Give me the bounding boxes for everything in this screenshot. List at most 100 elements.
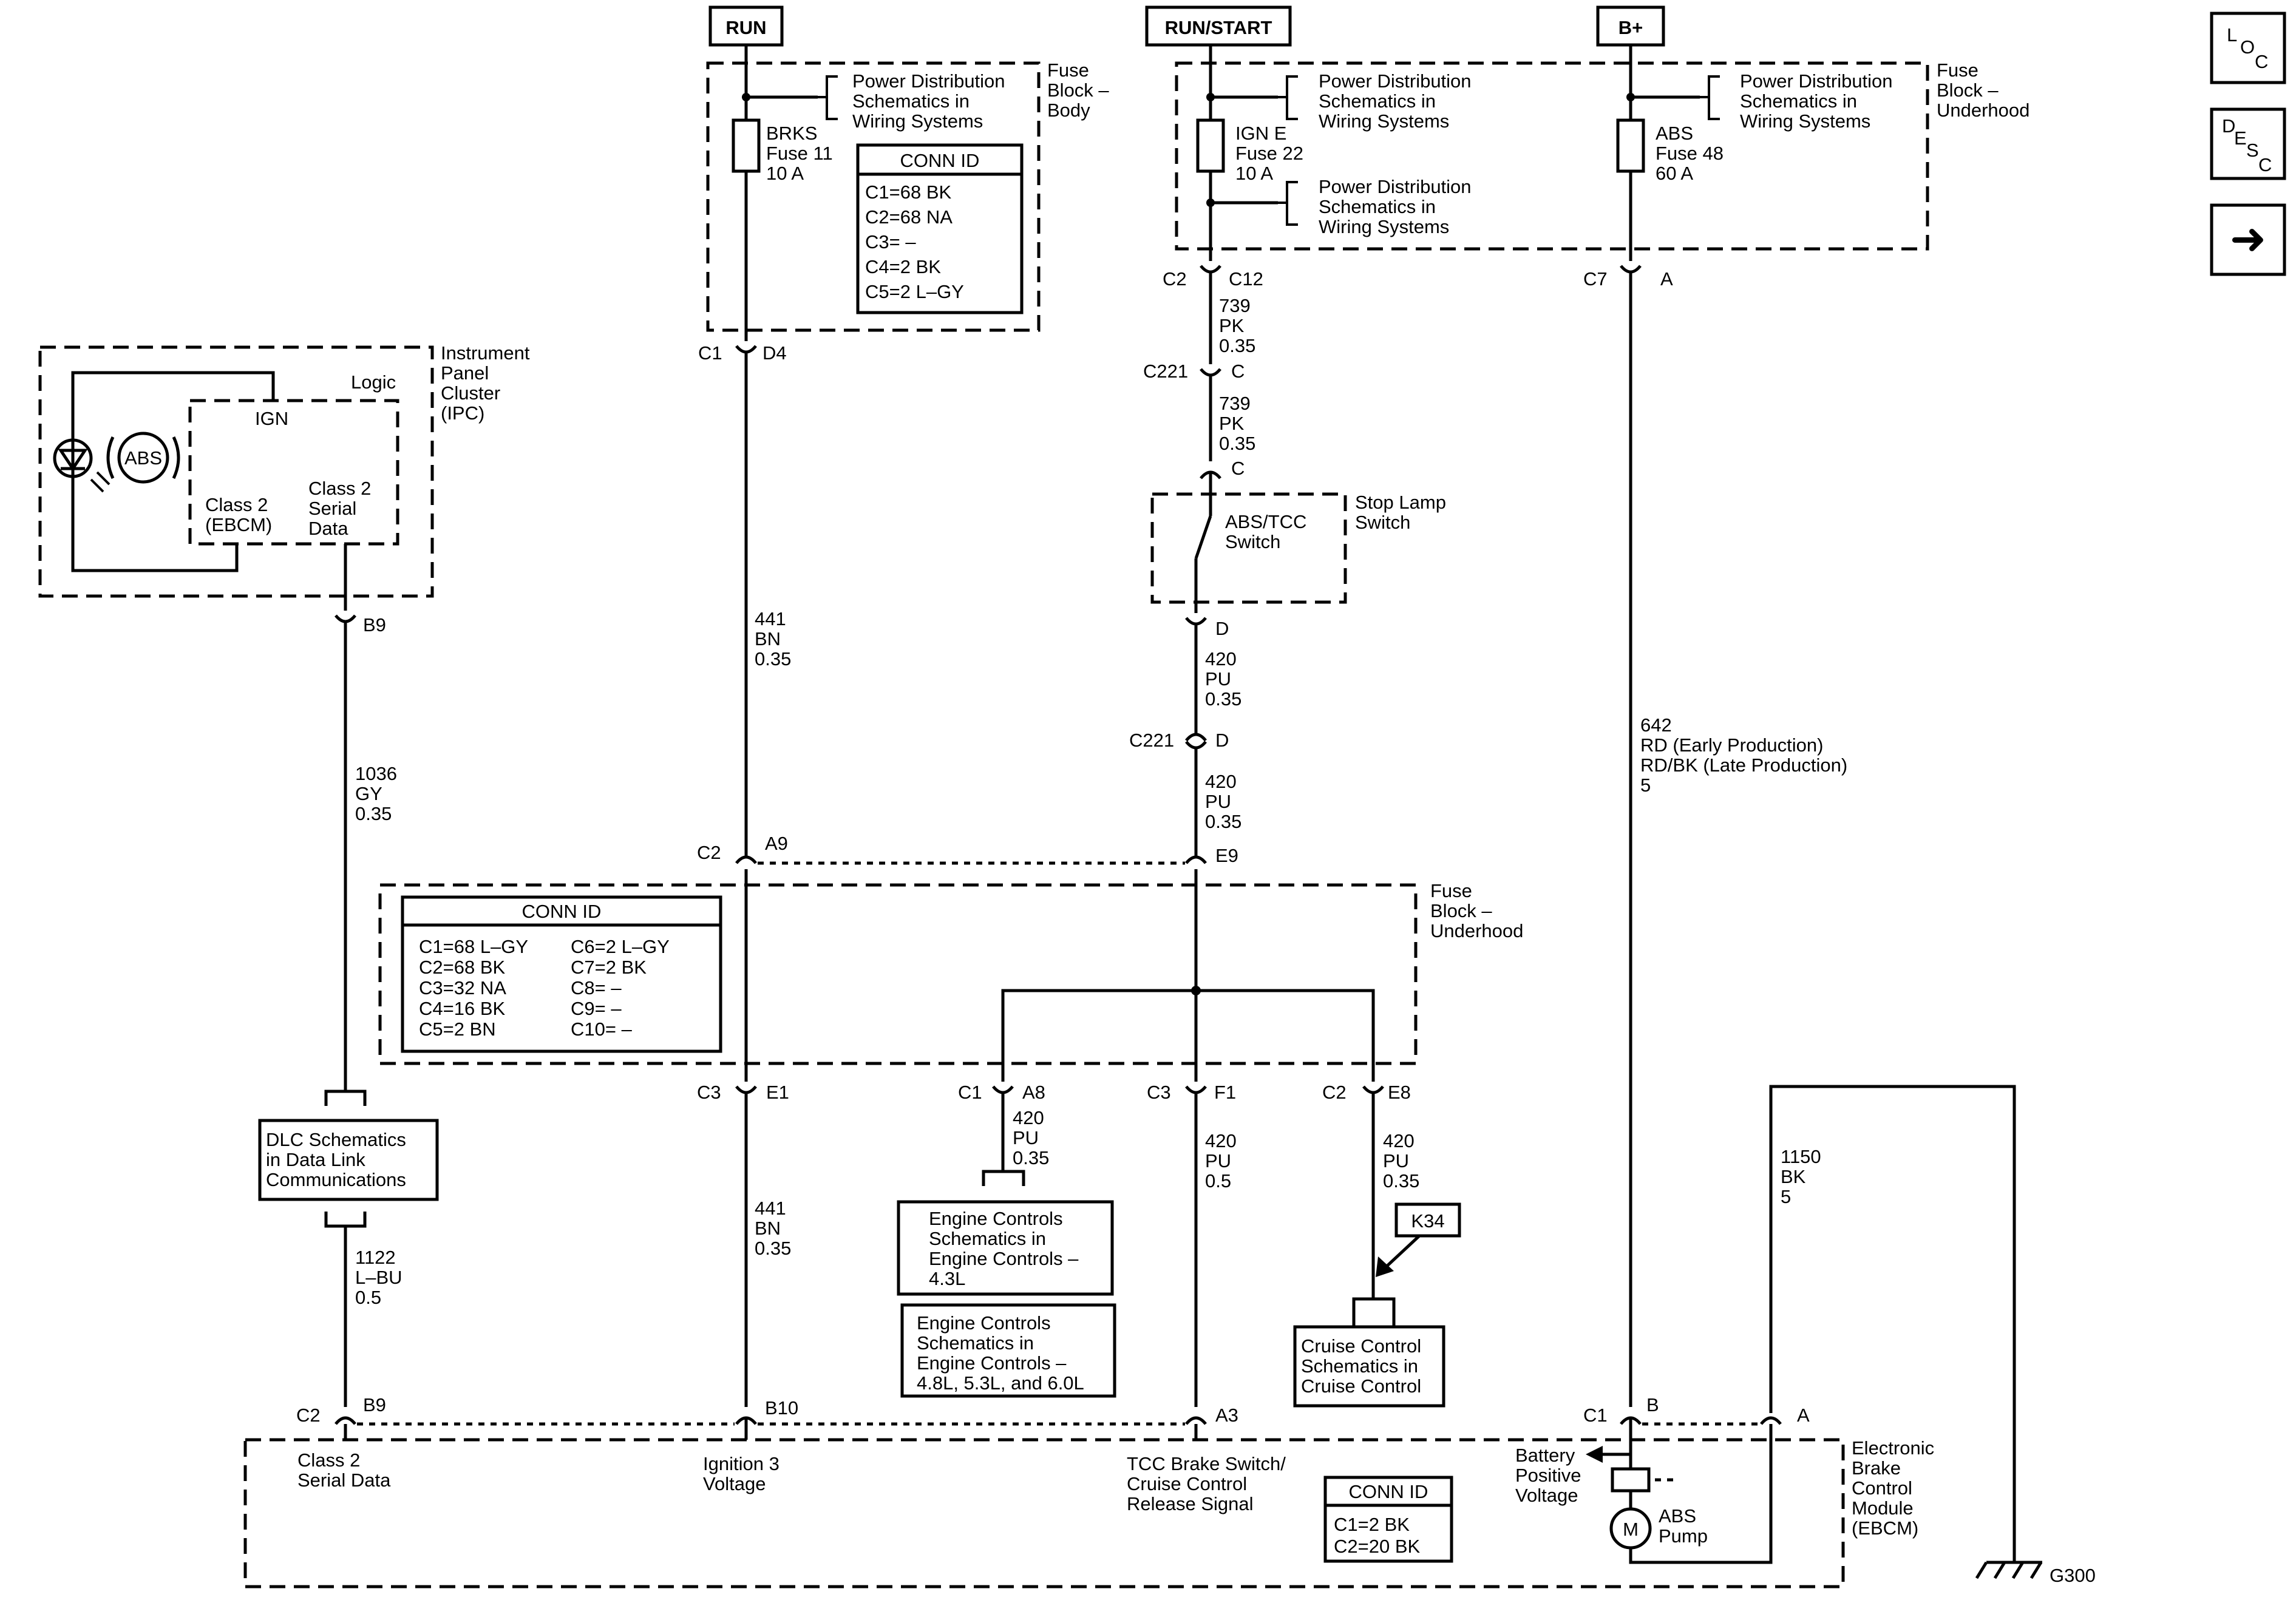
svg-text:Schematics in: Schematics in (1319, 196, 1436, 217)
svg-text:Engine Controls –: Engine Controls – (929, 1248, 1079, 1269)
wire-1036: 1036 GY 0.35 (344, 622, 397, 1091)
svg-text:Cruise Control: Cruise Control (1301, 1375, 1421, 1397)
svg-text:Stop Lamp: Stop Lamp (1355, 492, 1446, 513)
svg-text:Body: Body (1047, 100, 1090, 121)
svg-text:C: C (1231, 458, 1245, 479)
svg-text:Wiring Systems: Wiring Systems (1740, 110, 1870, 132)
svg-text:O: O (2240, 36, 2255, 58)
cruise-control-reference-box[interactable]: Cruise Control Schematics in Cruise Cont… (1293, 1325, 1445, 1408)
wire-1122: 1122 L–BU 0.5 (344, 1226, 402, 1407)
abs-indicator-led-icon (53, 438, 110, 493)
svg-text:0.5: 0.5 (1205, 1170, 1231, 1192)
svg-text:C4=16 BK: C4=16 BK (419, 998, 506, 1019)
svg-text:1036: 1036 (355, 763, 397, 784)
svg-text:C221: C221 (1143, 361, 1188, 382)
svg-text:RUN/START: RUN/START (1165, 17, 1272, 38)
wire-label-420-d: 420 PU 0.5 (1205, 1130, 1237, 1192)
connector-d-stoplamp: D (1185, 617, 1229, 639)
fuse-brks-icon (732, 118, 761, 173)
svg-text:ABS: ABS (124, 447, 162, 469)
abs-pump-motor-icon: M (1609, 1507, 1652, 1550)
svg-text:Pump: Pump (1659, 1525, 1708, 1547)
svg-text:Control: Control (1852, 1477, 1912, 1499)
ground-g300-icon: G300 (1975, 1561, 2096, 1586)
svg-text:C3: C3 (1147, 1082, 1171, 1103)
svg-text:C1: C1 (1583, 1405, 1608, 1426)
svg-text:PU: PU (1205, 668, 1231, 690)
svg-text:A3: A3 (1215, 1405, 1238, 1426)
svg-text:Class 2: Class 2 (297, 1449, 360, 1471)
svg-text:C7: C7 (1583, 268, 1608, 290)
svg-text:D: D (1215, 730, 1229, 751)
svg-text:TCC Brake Switch/: TCC Brake Switch/ (1127, 1453, 1286, 1474)
wire-label-642: 642 RD (Early Production) RD/BK (Late Pr… (1640, 714, 1847, 796)
svg-text:Schematics in: Schematics in (1301, 1355, 1418, 1377)
svg-text:0.35: 0.35 (1383, 1170, 1419, 1192)
wire-label-420-a: 420 PU 0.35 (1205, 648, 1241, 710)
connector-c1-a8: C1 A8 (958, 1082, 1045, 1186)
conn-id-table-body: CONN ID C1=68 BK C2=68 NA C3= – C4=2 BK … (856, 143, 1024, 314)
arrow-icon (1376, 1256, 1394, 1277)
svg-text:CONN ID: CONN ID (900, 150, 980, 171)
svg-text:A: A (1660, 268, 1673, 290)
svg-text:Battery: Battery (1515, 1445, 1575, 1466)
svg-text:Power Distribution: Power Distribution (1740, 70, 1893, 92)
svg-text:ABS/TCC: ABS/TCC (1225, 511, 1306, 532)
wire-1150-ground: 1150 BK 5 (1769, 1085, 2016, 1562)
svg-text:Block –: Block – (1047, 80, 1109, 101)
power-source-run: RUN (708, 5, 784, 63)
svg-text:0.35: 0.35 (755, 648, 791, 670)
svg-text:Fuse 48: Fuse 48 (1656, 143, 1724, 164)
svg-text:C5=2 L–GY: C5=2 L–GY (865, 281, 964, 302)
arrow-left-icon (1586, 1446, 1603, 1463)
ebcm-module: Electronic Brake Control Module (EBCM) C… (243, 1424, 1934, 1588)
svg-text:Power Distribution: Power Distribution (1319, 70, 1472, 92)
svg-text:Schematics in: Schematics in (917, 1332, 1034, 1354)
svg-text:1150: 1150 (1781, 1146, 1821, 1167)
svg-text:Class 2: Class 2 (205, 494, 268, 515)
svg-text:Wiring Systems: Wiring Systems (1319, 216, 1449, 237)
next-button[interactable]: ➜ (2210, 203, 2286, 276)
svg-text:420: 420 (1205, 648, 1237, 670)
svg-text:M: M (1623, 1519, 1639, 1540)
fuse-abs-icon (1616, 118, 1645, 173)
dlc-reference-box[interactable]: DLC Schematics in Data Link Communicatio… (258, 1090, 439, 1228)
svg-text:Power Distribution: Power Distribution (1319, 176, 1472, 197)
svg-text:C1=68 BK: C1=68 BK (865, 181, 952, 203)
svg-text:Fuse: Fuse (1937, 59, 1978, 81)
svg-text:420: 420 (1013, 1107, 1044, 1128)
svg-text:C6=2 L–GY: C6=2 L–GY (571, 936, 670, 957)
svg-text:0.35: 0.35 (355, 803, 392, 824)
svg-text:441: 441 (755, 1198, 786, 1219)
svg-text:in Data Link: in Data Link (266, 1149, 365, 1170)
svg-text:Serial: Serial (308, 498, 356, 519)
svg-text:B9: B9 (363, 614, 386, 636)
svg-text:A9: A9 (765, 833, 788, 854)
wire-739-420-runstart (1194, 249, 1212, 1407)
wire-label-441-a: 441 BN 0.35 (755, 608, 791, 670)
svg-text:4.3L: 4.3L (929, 1268, 965, 1289)
engine-controls-43-reference-box[interactable]: Engine Controls Schematics in Engine Con… (897, 1200, 1114, 1296)
svg-text:C2=68 BK: C2=68 BK (419, 957, 506, 978)
svg-text:C3: C3 (697, 1082, 721, 1103)
svg-text:60 A: 60 A (1656, 163, 1693, 184)
svg-text:Fuse 22: Fuse 22 (1235, 143, 1303, 164)
svg-text:C2=20 BK: C2=20 BK (1334, 1536, 1421, 1557)
svg-text:0.5: 0.5 (355, 1287, 381, 1308)
svg-text:C12: C12 (1229, 268, 1263, 290)
svg-text:Data: Data (308, 518, 348, 539)
power-source-run-start: RUN/START (1145, 5, 1292, 63)
engine-controls-48-reference-box[interactable]: Engine Controls Schematics in Engine Con… (900, 1303, 1116, 1398)
svg-text:E8: E8 (1388, 1082, 1411, 1103)
svg-text:Module: Module (1852, 1497, 1914, 1519)
fuse-block-underhood-mid: Fuse Block – Underhood CONN ID C1=68 L–G… (378, 880, 1523, 1082)
svg-text:420: 420 (1205, 771, 1237, 792)
svg-text:Communications: Communications (266, 1169, 406, 1190)
loc-button[interactable]: L O C (2210, 12, 2286, 84)
connector-c1-d4: C1 D4 (698, 342, 787, 364)
svg-text:BRKS: BRKS (766, 123, 817, 144)
svg-text:RUN: RUN (725, 17, 766, 38)
svg-text:PK: PK (1219, 315, 1245, 336)
power-source-bplus: B+ (1596, 5, 1665, 63)
desc-button[interactable]: D E S C (2210, 107, 2286, 180)
